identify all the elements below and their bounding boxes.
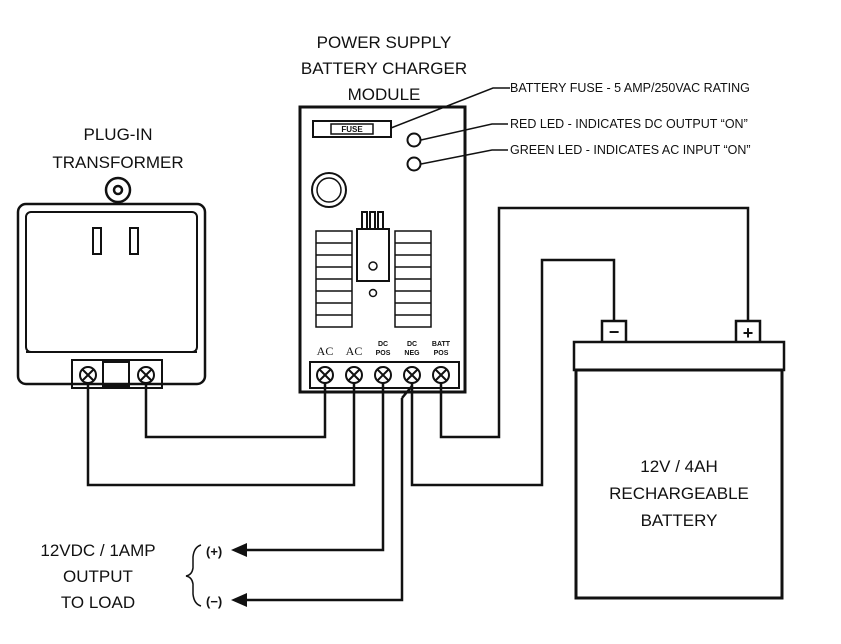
- arrow-output-pos: [231, 543, 247, 557]
- callout-line-red-led: [420, 123, 508, 141]
- fuse-label: FUSE: [341, 125, 363, 134]
- callout-lines: [390, 87, 510, 165]
- module-title-line-3: MODULE: [348, 85, 421, 104]
- callout-red-led: RED LED - INDICATES DC OUTPUT “ON”: [510, 117, 748, 131]
- wires: [86, 206, 750, 602]
- terminal-label-ac-2: AC: [346, 344, 363, 358]
- battery-label-line-1: 12V / 4AH: [640, 457, 718, 476]
- red-led: [406, 132, 422, 148]
- wire-ac-1: [144, 383, 327, 439]
- green-led: [406, 156, 422, 172]
- battery-pos-symbol: +: [743, 323, 754, 343]
- terminal-screw-dc-neg: [403, 366, 421, 384]
- transformer-title-line-1: PLUG-IN: [84, 125, 153, 144]
- mounting-screw-hole: [368, 288, 378, 298]
- power-supply-module: [298, 105, 467, 394]
- callout-green-led: GREEN LED - INDICATES AC INPUT “ON”: [510, 143, 751, 157]
- transformer-title: PLUG-IN TRANSFORMER: [52, 125, 183, 172]
- battery-label-line-3: BATTERY: [641, 511, 718, 530]
- terminal-screw-batt-pos: [432, 366, 450, 384]
- voltage-regulator: [356, 211, 390, 282]
- transformer-body: [16, 202, 207, 386]
- output-label-line-2: OUTPUT: [63, 567, 133, 586]
- wire-dc-neg: [243, 398, 404, 602]
- wire-batt-pos: [439, 206, 750, 439]
- wire-dc-pos: [243, 383, 385, 552]
- output-label: 12VDC / 1AMP OUTPUT TO LOAD: [40, 541, 155, 612]
- transformer-screw-2: [137, 366, 155, 384]
- heat-sink-left: [315, 230, 353, 328]
- battery-label: 12V / 4AH RECHARGEABLE BATTERY: [609, 457, 749, 530]
- module-body: [298, 105, 467, 394]
- transformer-screw-1: [79, 366, 97, 384]
- wire-batt-neg: [410, 258, 616, 487]
- callout-line-fuse: [390, 87, 510, 129]
- output-neg-label: (−): [206, 594, 222, 609]
- battery-body: [574, 368, 784, 600]
- module-title-line-1: POWER SUPPLY: [317, 33, 452, 52]
- plug-in-transformer: [16, 176, 207, 389]
- terminal-label-ac-1: AC: [317, 344, 334, 358]
- module-title-line-2: BATTERY CHARGER: [301, 59, 467, 78]
- capacitor: [311, 172, 347, 208]
- battery-lid: [572, 340, 786, 372]
- terminal-screw-dc-pos: [374, 366, 392, 384]
- plug-prong-left: [92, 227, 102, 255]
- battery-neg-symbol: −: [609, 322, 620, 342]
- wire-ac-2: [86, 383, 356, 487]
- module-terminal-block: [309, 361, 460, 389]
- output-label-line-1: 12VDC / 1AMP: [40, 541, 155, 560]
- transformer-title-line-2: TRANSFORMER: [52, 153, 183, 172]
- fuse-holder: [312, 120, 392, 138]
- mounting-hole: [112, 184, 124, 196]
- output-pos-label: (+): [206, 544, 222, 559]
- terminal-screw-ac-2: [345, 366, 363, 384]
- arrow-output-neg: [231, 593, 247, 607]
- plug-prong-right: [129, 227, 139, 255]
- heat-sink-right: [394, 230, 432, 328]
- module-title: POWER SUPPLY BATTERY CHARGER MODULE: [301, 33, 467, 104]
- terminal-screw-ac-1: [316, 366, 334, 384]
- battery-label-line-2: RECHARGEABLE: [609, 484, 749, 503]
- callout-fuse: BATTERY FUSE - 5 AMP/250VAC RATING: [510, 81, 750, 95]
- transformer-terminal-block: [71, 359, 163, 389]
- output-label-line-3: TO LOAD: [61, 593, 135, 612]
- callout-line-green-led: [420, 149, 508, 165]
- battery: [572, 319, 786, 600]
- output-bracket: [185, 544, 202, 607]
